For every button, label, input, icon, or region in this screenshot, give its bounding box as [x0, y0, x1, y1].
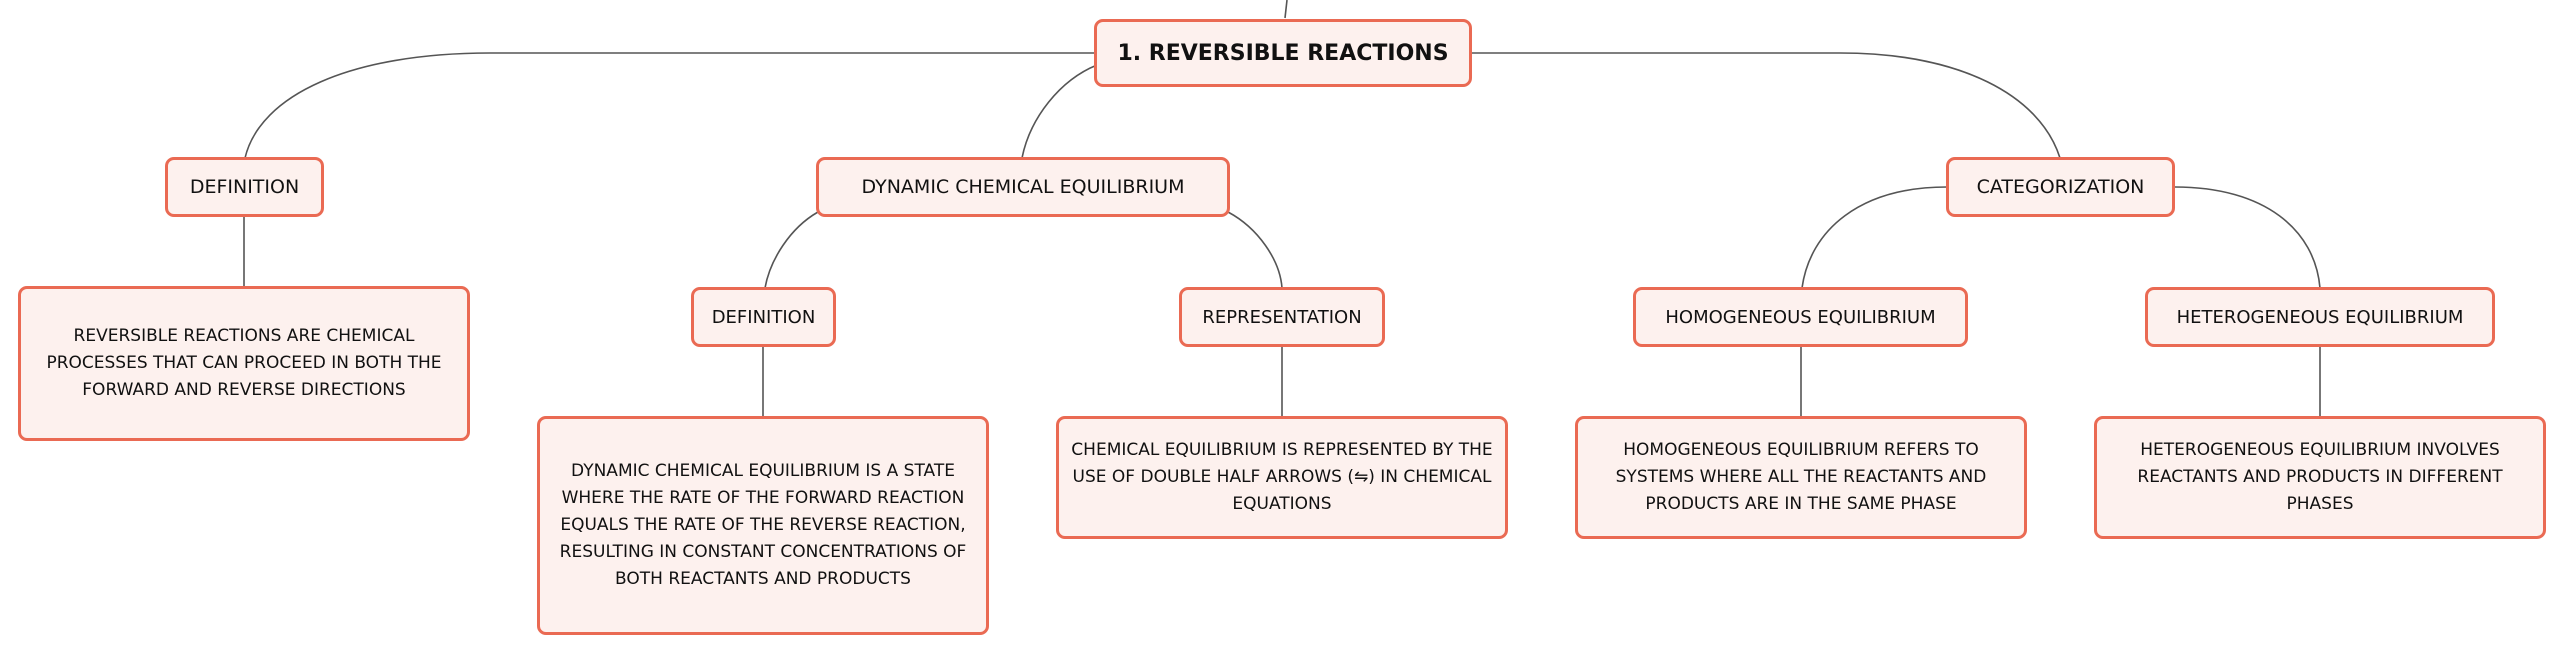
representation-detail-node[interactable]: CHEMICAL EQUILIBRIUM IS REPRESENTED BY T… [1056, 416, 1508, 539]
homogeneous-equilibrium-node[interactable]: HOMOGENEOUS EQUILIBRIUM [1633, 287, 1968, 347]
dynamic-definition-node[interactable]: DEFINITION [691, 287, 836, 347]
dynamic-equilibrium-node[interactable]: DYNAMIC CHEMICAL EQUILIBRIUM [816, 157, 1230, 217]
connector-root-top [1284, 0, 1288, 19]
dynamic-equilibrium-label: DYNAMIC CHEMICAL EQUILIBRIUM [861, 176, 1185, 198]
categorization-node[interactable]: CATEGORIZATION [1946, 157, 2175, 217]
heterogeneous-detail-node[interactable]: HETEROGENEOUS EQUILIBRIUM INVOLVES REACT… [2094, 416, 2546, 539]
root-label: 1. REVERSIBLE REACTIONS [1117, 40, 1449, 66]
connector-root-definition [244, 52, 1095, 159]
definition-label: DEFINITION [189, 176, 300, 198]
representation-detail-text: CHEMICAL EQUILIBRIUM IS REPRESENTED BY T… [1071, 440, 1493, 514]
definition-detail-text: REVERSIBLE REACTIONS ARE CHEMICAL PROCES… [46, 326, 442, 400]
definition-detail-node[interactable]: REVERSIBLE REACTIONS ARE CHEMICAL PROCES… [18, 286, 470, 441]
connector-categorization-homogeneous [1801, 186, 1948, 289]
representation-node[interactable]: REPRESENTATION [1179, 287, 1385, 347]
definition-node[interactable]: DEFINITION [165, 157, 324, 217]
dynamic-definition-detail-text: DYNAMIC CHEMICAL EQUILIBRIUM IS A STATE … [559, 461, 967, 589]
heterogeneous-equilibrium-node[interactable]: HETEROGENEOUS EQUILIBRIUM [2145, 287, 2495, 347]
connector-root-categorization [1472, 52, 2061, 159]
connector-categorization-heterogeneous [2174, 186, 2321, 289]
dynamic-definition-detail-node[interactable]: DYNAMIC CHEMICAL EQUILIBRIUM IS A STATE … [537, 416, 989, 635]
homogeneous-detail-node[interactable]: HOMOGENEOUS EQUILIBRIUM REFERS TO SYSTEM… [1575, 416, 2027, 539]
dynamic-definition-label: DEFINITION [711, 306, 816, 328]
homogeneous-detail-text: HOMOGENEOUS EQUILIBRIUM REFERS TO SYSTEM… [1615, 440, 1987, 514]
homogeneous-equilibrium-label: HOMOGENEOUS EQUILIBRIUM [1665, 306, 1936, 328]
connector-dynamic-definition [764, 211, 819, 289]
heterogeneous-detail-text: HETEROGENEOUS EQUILIBRIUM INVOLVES REACT… [2137, 440, 2503, 514]
representation-label: REPRESENTATION [1202, 306, 1362, 328]
categorization-label: CATEGORIZATION [1976, 176, 2145, 198]
root-node[interactable]: 1. REVERSIBLE REACTIONS [1094, 19, 1472, 87]
heterogeneous-equilibrium-label: HETEROGENEOUS EQUILIBRIUM [2176, 306, 2464, 328]
connector-dynamic-representation [1227, 211, 1283, 289]
connector-root-dynamic [1021, 64, 1098, 159]
